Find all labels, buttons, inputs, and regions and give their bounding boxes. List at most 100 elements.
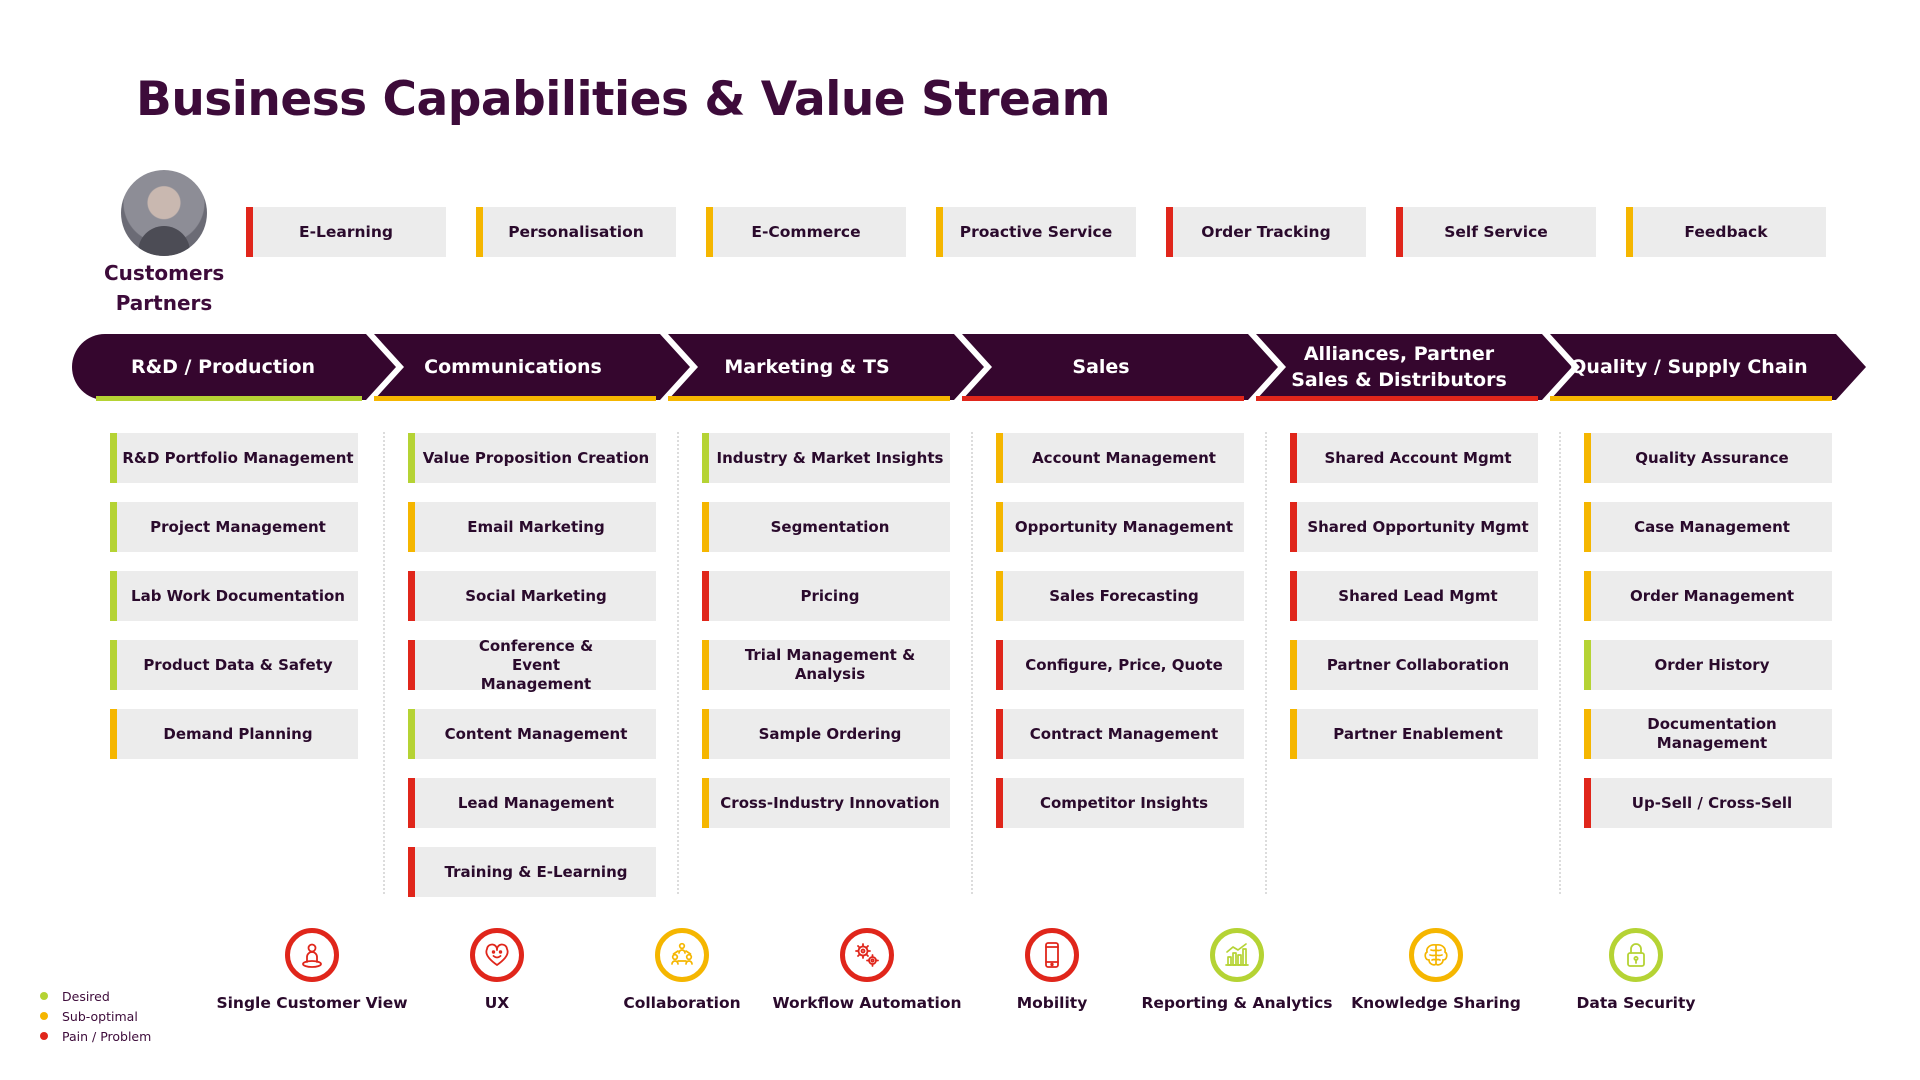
capability-card[interactable]: Email Marketing	[408, 502, 656, 552]
capability-label: Product Data & Safety	[143, 655, 333, 674]
capability-label: Up-Sell / Cross-Sell	[1631, 793, 1793, 812]
enabler-label: Mobility	[1016, 994, 1088, 1012]
enabler-label: Collaboration	[623, 994, 741, 1012]
enabler-single-customer-view[interactable]: Single Customer View	[212, 928, 412, 1012]
stage-chevron	[1550, 334, 1866, 400]
enabler-reporting-analytics[interactable]: Reporting & Analytics	[1137, 928, 1337, 1012]
enabler-ux[interactable]: UX	[397, 928, 597, 1012]
legend-dot	[40, 1012, 48, 1020]
stage-status-underline	[962, 396, 1244, 401]
legend-label: Pain / Problem	[62, 1028, 152, 1044]
capability-card[interactable]: Demand Planning	[110, 709, 358, 759]
capability-card[interactable]: Pricing	[702, 571, 950, 621]
capability-card[interactable]: R&D Portfolio Management	[110, 433, 358, 483]
capability-card[interactable]: Product Data & Safety	[110, 640, 358, 690]
enabler-label: Reporting & Analytics	[1141, 994, 1333, 1012]
enabler-ring	[1609, 928, 1663, 982]
capability-card[interactable]: Up-Sell / Cross-Sell	[1584, 778, 1832, 828]
capability-card[interactable]: Content Management	[408, 709, 656, 759]
status-bar	[996, 571, 1003, 621]
stage-status-underline	[1256, 396, 1538, 401]
persona: Customers Partners	[104, 170, 224, 316]
status-bar	[702, 709, 709, 759]
touchpoint-self-service[interactable]: Self Service	[1396, 207, 1596, 257]
capability-label: Competitor Insights	[1039, 793, 1209, 812]
capability-label: Email Marketing	[467, 517, 605, 536]
capability-card[interactable]: Case Management	[1584, 502, 1832, 552]
touchpoint-personalisation[interactable]: Personalisation	[476, 207, 676, 257]
touchpoint-feedback[interactable]: Feedback	[1626, 207, 1826, 257]
enabler-label: Knowledge Sharing	[1351, 994, 1521, 1012]
capability-card[interactable]: Lab Work Documentation	[110, 571, 358, 621]
status-bar	[408, 640, 415, 690]
stage-quality-supply-chain[interactable]: Quality / Supply Chain	[1570, 356, 1808, 378]
enabler-collaboration[interactable]: Collaboration	[582, 928, 782, 1012]
capability-card[interactable]: Account Management	[996, 433, 1244, 483]
capability-card[interactable]: Contract Management	[996, 709, 1244, 759]
capability-card[interactable]: Partner Collaboration	[1290, 640, 1538, 690]
capability-card[interactable]: Configure, Price, Quote	[996, 640, 1244, 690]
capability-card[interactable]: Sample Ordering	[702, 709, 950, 759]
stage-marketing-ts[interactable]: Marketing & TS	[724, 356, 890, 378]
touchpoint-e-commerce[interactable]: E-Commerce	[706, 207, 906, 257]
capability-label: Shared Opportunity Mgmt	[1307, 517, 1529, 536]
capability-label: Content Management	[444, 724, 628, 743]
capability-label: Conference & Event Management	[478, 636, 594, 693]
capability-card[interactable]: Industry & Market Insights	[702, 433, 950, 483]
capability-card[interactable]: Quality Assurance	[1584, 433, 1832, 483]
stage-communications[interactable]: Communications	[424, 356, 602, 378]
enabler-label: Single Customer View	[216, 994, 408, 1012]
enabler-data-security[interactable]: Data Security	[1536, 928, 1736, 1012]
capability-card[interactable]: Shared Opportunity Mgmt	[1290, 502, 1538, 552]
enabler-knowledge-sharing[interactable]: Knowledge Sharing	[1336, 928, 1536, 1012]
touchpoint-label: Feedback	[1684, 223, 1768, 241]
capability-label: Partner Enablement	[1333, 724, 1503, 743]
legend-dot	[40, 992, 48, 1000]
capability-card[interactable]: Training & E-Learning	[408, 847, 656, 897]
touchpoint-order-tracking[interactable]: Order Tracking	[1166, 207, 1366, 257]
capability-card[interactable]: Order History	[1584, 640, 1832, 690]
capability-card[interactable]: Cross-Industry Innovation	[702, 778, 950, 828]
capability-card[interactable]: Order Management	[1584, 571, 1832, 621]
status-bar	[476, 207, 483, 257]
capability-card[interactable]: Documentation Management	[1584, 709, 1832, 759]
touchpoint-proactive-service[interactable]: Proactive Service	[936, 207, 1136, 257]
stage-chevron	[962, 334, 1278, 400]
status-bar	[1396, 207, 1403, 257]
capability-card[interactable]: Conference & Event Management	[408, 637, 656, 693]
status-bar	[1584, 571, 1591, 621]
capability-card[interactable]: Sales Forecasting	[996, 571, 1244, 621]
legend: Desired Sub-optimal Pain / Problem	[40, 986, 151, 1046]
enabler-ring	[1025, 928, 1079, 982]
capability-card[interactable]: Partner Enablement	[1290, 709, 1538, 759]
column-divider	[1559, 432, 1561, 894]
capability-card[interactable]: Competitor Insights	[996, 778, 1244, 828]
status-bar	[110, 571, 117, 621]
enabler-workflow-automation[interactable]: Workflow Automation	[767, 928, 967, 1012]
capability-card[interactable]: Lead Management	[408, 778, 656, 828]
heart-face-icon	[485, 943, 509, 966]
stage-sales[interactable]: Sales	[1072, 356, 1130, 378]
stage-rd-production[interactable]: R&D / Production	[130, 356, 316, 378]
capability-card[interactable]: Trial Management & Analysis	[702, 640, 950, 690]
enabler-mobility[interactable]: Mobility	[952, 928, 1152, 1012]
status-bar	[1584, 433, 1591, 483]
capability-card[interactable]: Value Proposition Creation	[408, 433, 656, 483]
capability-card[interactable]: Shared Account Mgmt	[1290, 433, 1538, 483]
capability-card[interactable]: Project Management	[110, 502, 358, 552]
capability-label: Lab Work Documentation	[131, 586, 345, 605]
capability-card[interactable]: Shared Lead Mgmt	[1290, 571, 1538, 621]
status-bar	[706, 207, 713, 257]
capability-label: Demand Planning	[163, 724, 313, 743]
capability-card[interactable]: Opportunity Management	[996, 502, 1244, 552]
capability-card[interactable]: Social Marketing	[408, 571, 656, 621]
status-bar	[110, 709, 117, 759]
stage-status-underline	[668, 396, 950, 401]
status-bar	[702, 571, 709, 621]
capability-label: Training & E-Learning	[444, 862, 628, 881]
stage-alliances-partner-sales[interactable]: Alliances, Partner Sales & Distributors	[1291, 343, 1507, 391]
capability-card[interactable]: Segmentation	[702, 502, 950, 552]
capability-label: Partner Collaboration	[1326, 655, 1510, 674]
enabler-ring	[655, 928, 709, 982]
touchpoint-e-learning[interactable]: E-Learning	[246, 207, 446, 257]
